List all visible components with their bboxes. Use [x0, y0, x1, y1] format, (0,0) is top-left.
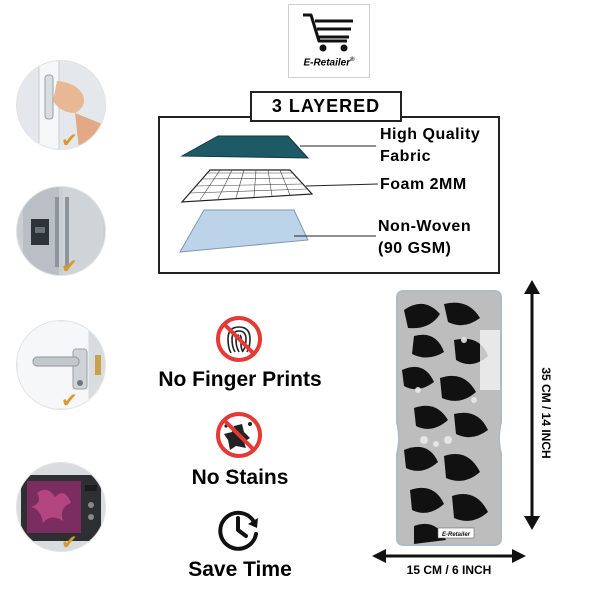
feature-no-stains: No Stains: [191, 466, 289, 489]
height-label: 35 CM / 14 INCH: [539, 367, 553, 459]
layer-label-fabric: High Quality Fabric: [380, 126, 481, 165]
height-arrow: [524, 280, 540, 530]
brand-logo: E-Retailer®: [288, 4, 370, 78]
product-image: E-Retailer: [384, 290, 514, 546]
non-woven-layer: [179, 209, 309, 253]
feature-save-time: Save Time: [188, 558, 292, 581]
clock-icon: [214, 504, 264, 554]
check-icon: ✔: [61, 130, 78, 150]
check-icon: ✔: [61, 532, 78, 552]
usage-image-fridge-handle: ✔: [16, 60, 106, 150]
shopping-cart-icon: [303, 13, 353, 52]
layers-diagram: High Quality Fabric Foam 2MM Non-Woven (…: [158, 116, 500, 274]
width-arrow: [372, 549, 526, 563]
layer-label-foam: Foam 2MM: [380, 176, 467, 193]
width-label: 15 CM / 6 INCH: [406, 563, 492, 577]
usage-image-microwave: ✔: [16, 462, 106, 552]
product-tag: E-Retailer: [442, 532, 471, 538]
layer-label-non-woven: Non-Woven (90 GSM): [378, 218, 472, 257]
fabric-layer: [180, 135, 310, 159]
check-icon: ✔: [61, 390, 78, 410]
check-icon: ✔: [61, 256, 78, 276]
no-stain-icon: [214, 410, 264, 460]
foam-layer: [180, 169, 314, 203]
brand-name: E-Retailer®: [303, 57, 355, 69]
layers-illustration: [179, 135, 379, 253]
layers-title: 3 LAYERED: [250, 91, 402, 122]
usage-image-door-handle: ✔: [16, 320, 106, 410]
feature-no-finger-prints: No Finger Prints: [158, 368, 322, 391]
no-fingerprint-icon: [214, 314, 264, 364]
usage-image-fridge-door: ✔: [16, 186, 106, 276]
